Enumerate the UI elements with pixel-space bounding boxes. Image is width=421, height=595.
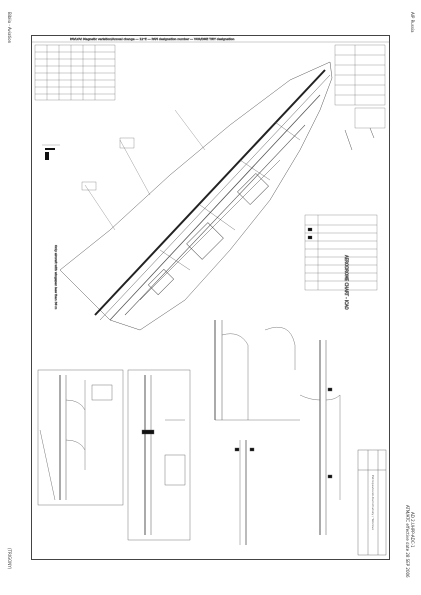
legend-table (304, 214, 378, 291)
top-left-table (34, 44, 116, 101)
inset-bottom-left (37, 369, 124, 506)
north-arrow (344, 127, 375, 151)
chart-subtitle: Petropavlovsk-Kamchatsky / Yelizovo (371, 475, 375, 530)
inset-right (299, 340, 341, 535)
inset-bottom-center (127, 369, 191, 541)
chart-header-text: PAVLOV: Magnetic variation/Annual change… (70, 37, 234, 41)
title-block: AERODROME CHART - ICAO (344, 255, 350, 310)
bottom-right-title-block (357, 449, 387, 556)
top-right-table (334, 44, 386, 129)
left-note: Only aircraft with wingspan less than 36… (54, 245, 58, 309)
chart-frame (31, 35, 390, 560)
runway-complex (59, 61, 333, 331)
chart-title: AERODROME CHART - ICAO (344, 255, 349, 310)
inset-center (214, 320, 300, 545)
annotation-leaders (81, 109, 206, 231)
scale-bar (42, 144, 60, 160)
